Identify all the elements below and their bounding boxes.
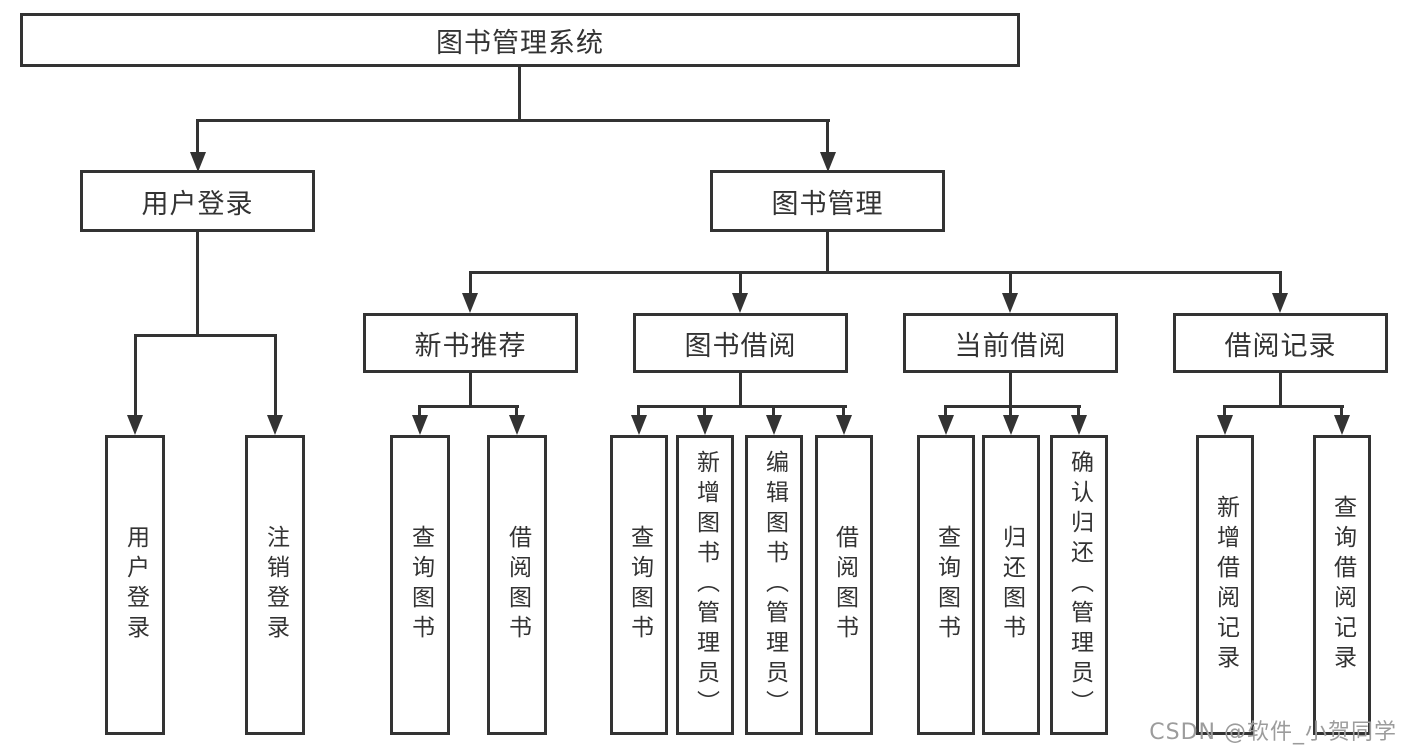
connector-line [196,119,830,122]
connector-line [739,271,742,297]
connector-line [826,119,829,154]
connector-line [196,119,199,154]
leaf-label: 借阅图书 [831,525,858,645]
leaf-label: 借阅图书 [504,525,531,645]
leaf-label: 查询借阅记录 [1329,495,1356,675]
connector-line [1279,373,1282,407]
connector-line [703,405,706,418]
leaf-query-books-recommend: 查询图书 [390,435,450,735]
arrow-down-icon [1217,415,1233,435]
arrow-down-icon [766,415,782,435]
connector-line [196,232,199,335]
connector-line [842,405,845,418]
leaf-label: 查询图书 [407,525,434,645]
connector-line [1077,405,1080,418]
arrow-down-icon [1002,293,1018,313]
connector-line [134,334,277,337]
connector-line [1009,405,1012,418]
connector-line [515,405,518,418]
arrow-down-icon [267,415,283,435]
arrow-down-icon [938,415,954,435]
leaf-confirm-return-admin: 确认归还（管理员） [1050,435,1108,735]
leaf-label: 归还图书 [998,525,1025,645]
connector-line [469,271,472,297]
arrow-down-icon [1272,293,1288,313]
leaf-logout: 注销登录 [245,435,305,735]
node-book-borrow: 图书借阅 [633,313,848,373]
leaf-label: 新增借阅记录 [1212,495,1239,675]
node-borrow-records: 借阅记录 [1173,313,1388,373]
arrow-down-icon [1334,415,1350,435]
leaf-query-books-borrow: 查询图书 [610,435,668,735]
arrow-down-icon [732,293,748,313]
arrow-down-icon [190,152,206,172]
connector-line [518,67,521,120]
leaf-return-books: 归还图书 [982,435,1040,735]
connector-line [739,373,742,407]
connector-line [772,405,775,418]
connector-line [1223,405,1344,408]
connector-line [1009,271,1012,297]
arrow-down-icon [127,415,143,435]
connector-line [418,405,519,408]
node-user-login: 用户登录 [80,170,315,232]
connector-line [826,232,829,274]
connector-line [469,373,472,407]
connector-line [274,334,277,417]
node-book-management: 图书管理 [710,170,945,232]
connector-line [134,334,137,417]
watermark-text: CSDN @软件_小贺同学 [1149,720,1397,745]
connector-line [469,271,1282,274]
connector-line [637,405,847,408]
arrow-down-icon [820,152,836,172]
connector-line [944,405,1081,408]
connector-line [1340,405,1343,418]
arrow-down-icon [462,293,478,313]
connector-line [418,405,421,418]
node-root-system: 图书管理系统 [20,13,1020,67]
leaf-label: 编辑图书（管理员） [761,450,788,720]
arrow-down-icon [1071,415,1087,435]
leaf-label: 注销登录 [262,525,289,645]
leaf-query-borrow-record: 查询借阅记录 [1313,435,1371,735]
connector-line [1009,373,1012,407]
connector-line [1279,271,1282,297]
node-current-borrow: 当前借阅 [903,313,1118,373]
leaf-label: 查询图书 [626,525,653,645]
leaf-label: 确认归还（管理员） [1066,450,1093,720]
arrow-down-icon [412,415,428,435]
leaf-query-books-current: 查询图书 [917,435,975,735]
leaf-borrow-books: 借阅图书 [815,435,873,735]
leaf-label: 用户登录 [122,525,149,645]
arrow-down-icon [697,415,713,435]
arrow-down-icon [509,415,525,435]
leaf-user-login: 用户登录 [105,435,165,735]
node-new-book-recommend: 新书推荐 [363,313,578,373]
connector-line [637,405,640,418]
arrow-down-icon [631,415,647,435]
leaf-borrow-books-recommend: 借阅图书 [487,435,547,735]
arrow-down-icon [1003,415,1019,435]
leaf-label: 新增图书（管理员） [692,450,719,720]
connector-line [944,405,947,418]
arrow-down-icon [836,415,852,435]
leaf-label: 查询图书 [933,525,960,645]
connector-line [1223,405,1226,418]
leaf-edit-books-admin: 编辑图书（管理员） [745,435,803,735]
leaf-add-borrow-record: 新增借阅记录 [1196,435,1254,735]
leaf-add-books-admin: 新增图书（管理员） [676,435,734,735]
